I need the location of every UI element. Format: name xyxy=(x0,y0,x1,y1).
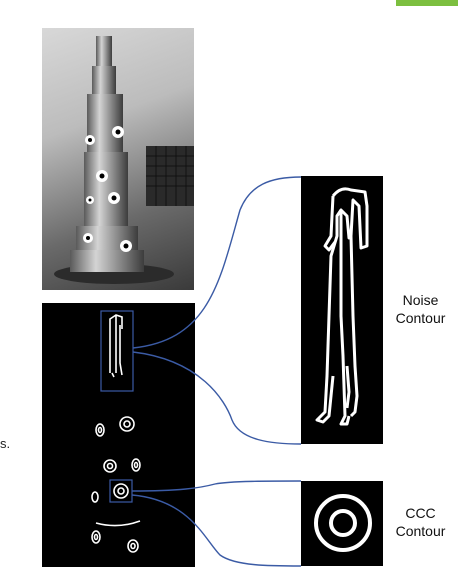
part-illustration xyxy=(54,36,194,284)
noise-contour-label: Noise Contour xyxy=(383,291,458,327)
noise-contour-small xyxy=(109,314,123,378)
binary-contour-panel xyxy=(42,303,195,567)
ccc-contour-zoom xyxy=(314,494,372,552)
grayscale-photo xyxy=(42,28,194,290)
noise-zoom-panel xyxy=(301,176,383,444)
photo-markers xyxy=(83,126,132,252)
ccc-label-line1: CCC xyxy=(405,505,436,521)
ccc-label-line2: Contour xyxy=(395,523,446,539)
cropped-text: s. xyxy=(0,436,11,451)
accent-tab xyxy=(396,0,458,6)
metal-part xyxy=(70,36,144,272)
ccc-rings xyxy=(314,494,372,552)
ccc-zoom-panel xyxy=(301,481,383,566)
ccc-contour-label: CCC Contour xyxy=(383,504,458,540)
binary-contours xyxy=(91,310,141,553)
noise-label-line2: Contour xyxy=(395,310,446,326)
noise-highlight-box xyxy=(100,310,134,392)
noise-contour-zoom xyxy=(315,187,369,426)
noise-contour-shape xyxy=(315,187,369,426)
circle-contours xyxy=(91,416,141,553)
noise-label-line1: Noise xyxy=(402,292,439,308)
